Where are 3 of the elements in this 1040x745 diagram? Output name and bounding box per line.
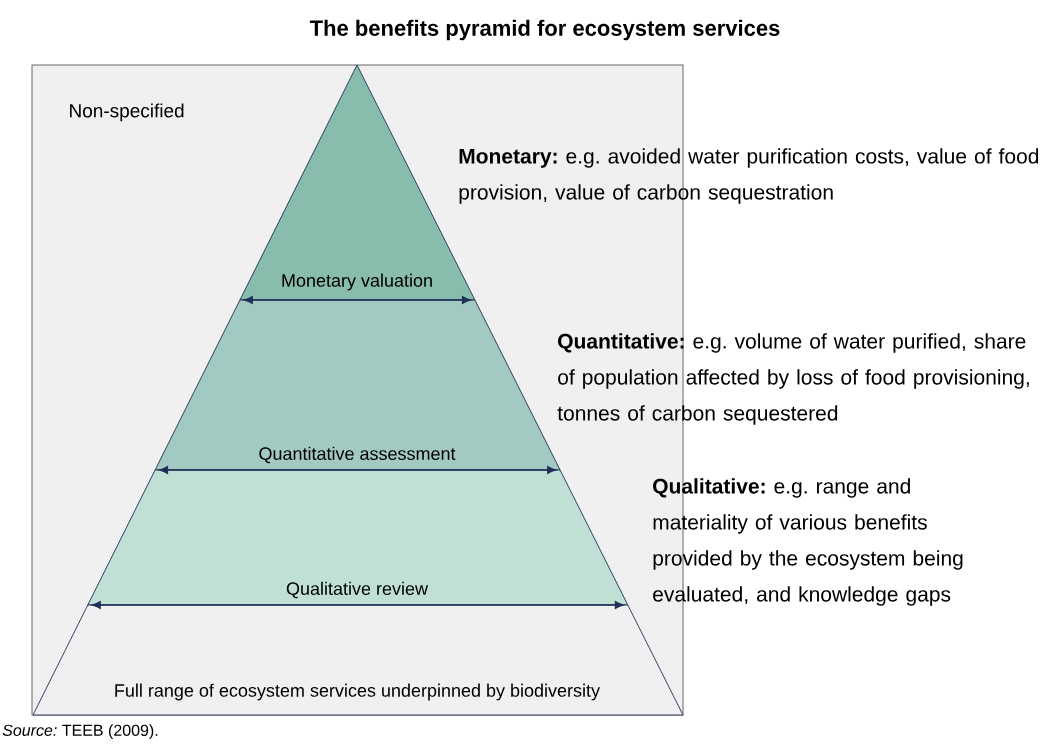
- title: The benefits pyramid for ecosystem services: [309, 19, 780, 41]
- pyramid-band: Qualitative review: [87, 469, 629, 606]
- description-text: Qualitative: e.g. range and materiality of various benefits provided by the ecosystem being evaluated, and knowledge gaps: [653, 478, 963, 606]
